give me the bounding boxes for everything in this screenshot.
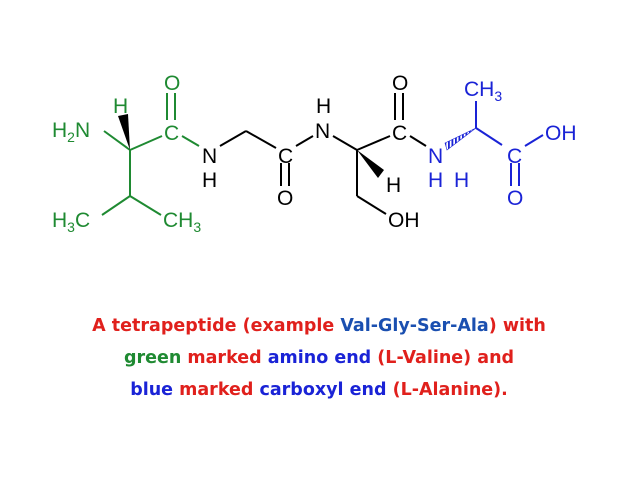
val-alpha-h: H [113,95,128,118]
caption-run: Val-Gly-Ser-Ala [340,316,489,336]
bond-n-calpha [103,130,131,151]
caption-run: blue [130,380,174,400]
alanine-residue [475,101,544,186]
caption-run: carboxyl end [259,380,387,400]
ala-methyl: CH3 [464,78,502,104]
amide3-n: N [428,145,443,168]
glycine-serine-backbone [219,93,427,215]
caption-run: marked [181,348,268,368]
amide1-h: H [202,169,217,192]
caption-line-2: green marked amino end (L-Valine) and [0,348,638,368]
ala-alpha-h: H [454,169,469,192]
valine-residue [101,93,200,216]
ser-wedge-bond [357,150,384,178]
caption-line-3: blue marked carboxyl end (L-Alanine). [0,380,638,400]
amide3-h: H [428,169,443,192]
val-methyl-left: H3C [52,209,90,235]
ser-carbonyl-o: O [392,72,408,95]
c-terminus-o: O [507,187,523,210]
bond-cbeta-methyl-left [101,195,131,216]
val-methyl-right: CH3 [163,209,201,235]
bond-gly-ca-c [245,130,277,149]
ser-alpha-h: H [386,174,401,197]
amide2-n: N [315,120,330,143]
caption-run: ) with [488,316,546,336]
gly-carbonyl-c: C [278,145,293,168]
bond-calpha-carbonyl [129,135,163,151]
bond-carbonyl-n [181,135,200,147]
c-terminus-oh: OH [545,122,577,145]
c-terminus-c: C [507,145,522,168]
caption-run: amino end [267,348,372,368]
ala-hash-bond [444,127,477,151]
bond-n2-ser-ca [332,135,358,151]
gly-carbonyl-o: O [277,187,293,210]
caption-run: green [123,348,182,368]
bond-gly-c-n2 [295,135,314,147]
bond-ala-c-oh [524,134,544,147]
bond-cbeta-methyl-right [129,195,162,216]
bond-n1-gly-ca [219,130,247,147]
caption-run: A tetrapeptide (example [92,316,341,336]
val-carbonyl-c: C [164,122,179,145]
ser-hydroxyl: OH [388,209,420,232]
caption-run: (L-Alanine). [386,380,508,400]
amide2-h: H [316,95,331,118]
amide1-n: N [202,145,217,168]
caption-run: marked [173,380,260,400]
bond-ser-cb-oh [356,195,387,215]
caption-run: (L-Valine) and [371,348,515,368]
n-terminus-label: H2N [52,119,90,145]
bond-ser-ca-c [356,135,391,151]
caption-line-1: A tetrapeptide (example Val-Gly-Ser-Ala)… [0,316,638,336]
bond-ala-ca-c [475,127,503,146]
val-wedge-bond [118,114,130,150]
val-carbonyl-o: O [164,72,180,95]
bond-ser-c-n3 [409,135,427,147]
ser-carbonyl-c: C [392,122,407,145]
tetrapeptide-structure: H2N H O C H3C CH3 N H C O H N H OH O C N… [52,72,577,235]
